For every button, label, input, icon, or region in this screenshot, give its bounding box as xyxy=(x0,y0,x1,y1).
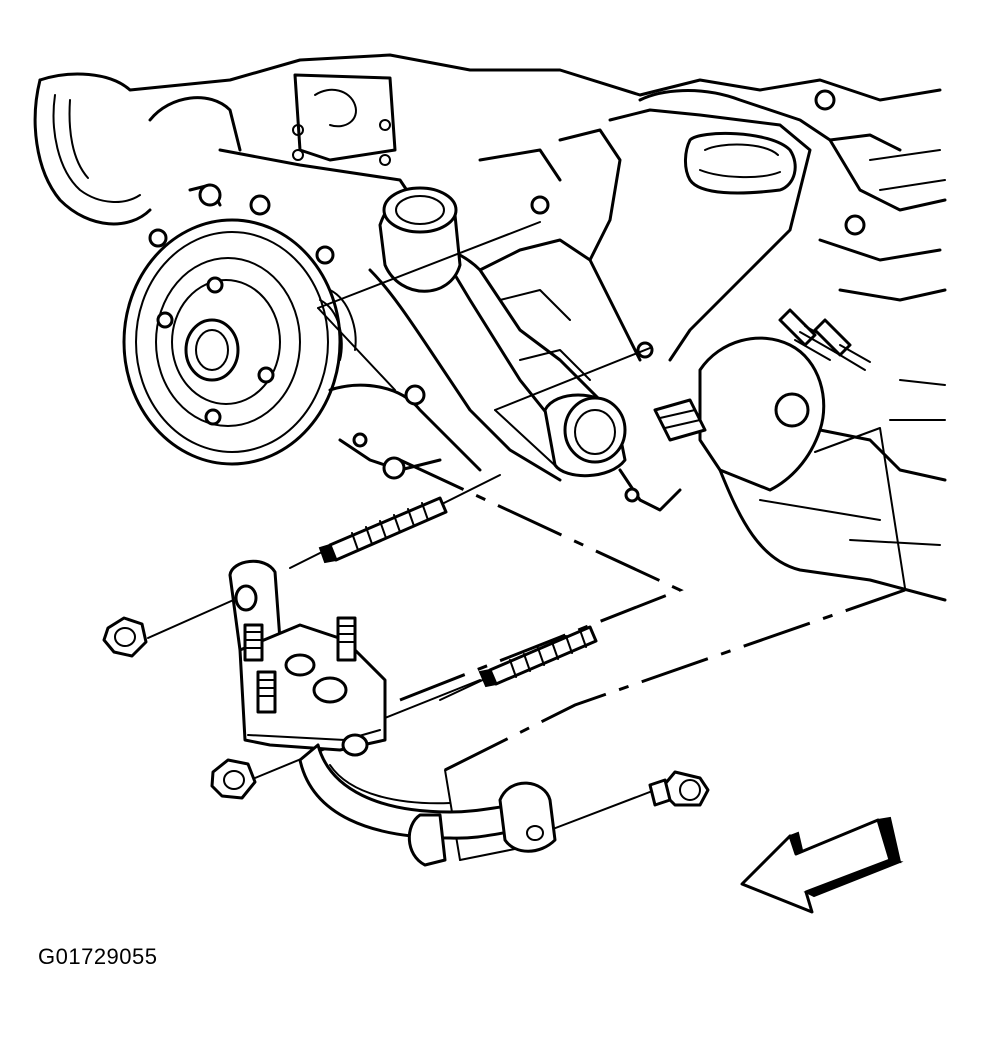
stud xyxy=(478,625,598,688)
figure-id-label: G01729055 xyxy=(38,944,158,969)
pump-housing xyxy=(328,383,482,480)
water-pump-pulley xyxy=(122,218,357,466)
thermostat-housing-outlet xyxy=(378,186,462,293)
sensor xyxy=(653,398,707,442)
coolant-outlet-port xyxy=(543,393,682,512)
stud xyxy=(318,496,448,564)
bolt xyxy=(648,770,710,807)
direction-arrow xyxy=(740,816,904,914)
nut xyxy=(102,616,148,658)
bolt xyxy=(778,308,871,371)
nut xyxy=(210,758,257,800)
coolant-bypass-pipe xyxy=(228,559,557,867)
